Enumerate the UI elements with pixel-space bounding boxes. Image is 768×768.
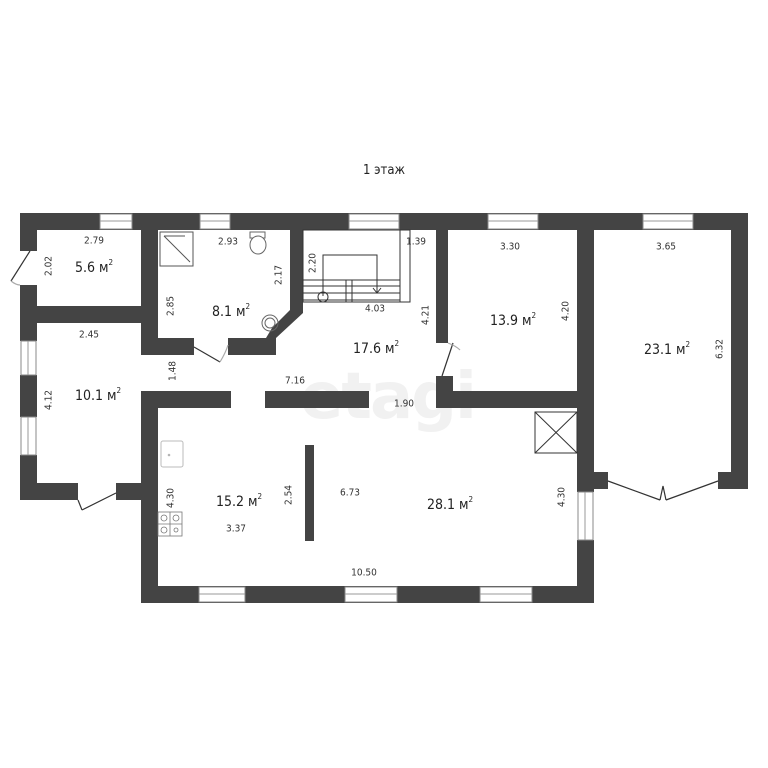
area-label-room-left: 10.1 м2 xyxy=(74,386,122,404)
dim-label: 4.03 xyxy=(364,303,386,315)
toilet-icon xyxy=(249,231,267,255)
sink-icon xyxy=(261,314,279,332)
dim-label: 2.45 xyxy=(78,329,100,341)
area-label-vestibule: 5.6 м2 xyxy=(74,258,114,276)
dim-label: 4.21 xyxy=(420,304,432,326)
walls xyxy=(20,213,748,603)
dim-label: 2.02 xyxy=(43,255,55,277)
dim-label: 2.17 xyxy=(273,264,285,286)
kitchen-sink-icon xyxy=(160,440,184,468)
dim-label: 2.54 xyxy=(283,484,295,506)
dim-label: 1.48 xyxy=(167,360,179,382)
shaft-icon xyxy=(534,411,578,454)
dim-label: 1.39 xyxy=(405,236,427,248)
dim-label: 3.65 xyxy=(655,241,677,253)
area-label-bedroom-1: 13.9 м2 xyxy=(489,311,537,329)
dim-label: 2.79 xyxy=(83,235,105,247)
dim-label: 2.20 xyxy=(307,252,319,274)
area-label-hall: 17.6 м2 xyxy=(352,339,400,357)
area-label-bathroom: 8.1 м2 xyxy=(211,302,251,320)
area-label-living: 28.1 м2 xyxy=(426,495,474,513)
dim-label: 4.12 xyxy=(43,389,55,411)
dim-label: 1.90 xyxy=(393,398,415,410)
dim-label: 10.50 xyxy=(351,567,377,579)
stairs-icon xyxy=(302,229,411,303)
doors xyxy=(10,250,719,511)
dim-label: 3.30 xyxy=(499,241,521,253)
area-label-kitchen: 15.2 м2 xyxy=(215,492,263,510)
dim-label: 4.30 xyxy=(556,486,568,508)
dim-label: 4.30 xyxy=(165,487,177,509)
dim-label: 6.32 xyxy=(714,338,726,360)
dim-label: 2.85 xyxy=(165,295,177,317)
dim-label: 7.16 xyxy=(284,375,306,387)
shower-icon xyxy=(159,231,194,267)
floor-title: 1 этаж xyxy=(362,163,406,178)
window-lines xyxy=(27,220,693,595)
stove-icon xyxy=(157,511,183,537)
area-label-bedroom-2: 23.1 м2 xyxy=(643,340,691,358)
dim-label: 6.73 xyxy=(339,487,361,499)
dim-label: 4.20 xyxy=(560,300,572,322)
dim-label: 3.37 xyxy=(225,523,247,535)
dim-label: 2.93 xyxy=(217,236,239,248)
